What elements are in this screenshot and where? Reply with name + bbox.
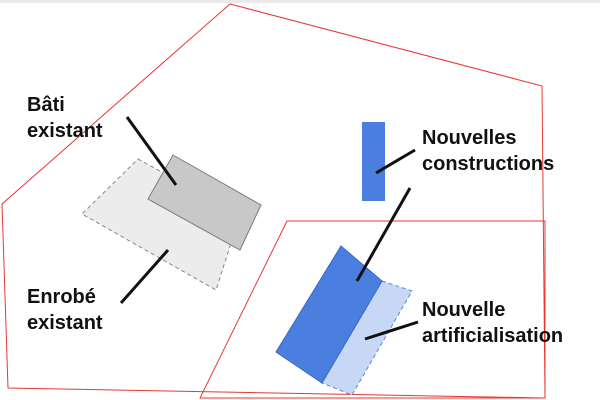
new-construction-bar [362,122,385,201]
leader-line-constructions-bar [375,148,416,175]
leader-line-artificialisation [364,320,419,341]
label-new-artificialisation-line1: Nouvelle [422,299,506,321]
label-existing-paving: Enrobé existant [27,284,103,336]
label-new-constructions-line1: Nouvelles [422,127,517,149]
inner-parcel-outline [199,220,546,399]
label-existing-building-line2: existant [27,120,103,142]
leader-line-constructions-block [355,187,412,282]
label-new-constructions-line2: constructions [422,153,555,175]
label-existing-paving-line1: Enrobé [27,286,96,308]
top-strip [0,0,600,3]
leader-line-enrobe [119,249,170,304]
label-new-artificialisation-line2: artificialisation [422,325,564,347]
new-construction-block [275,245,383,384]
label-new-constructions: Nouvelles constructions [422,125,554,177]
label-existing-building: Bâti existant [27,92,103,144]
leader-line-bati [125,116,178,186]
label-existing-paving-line2: existant [27,312,103,334]
label-new-artificialisation: Nouvelle artificialisation [422,297,563,349]
parcel-outline [1,3,546,399]
label-existing-building-line1: Bâti [27,94,65,116]
existing-building-shape [147,154,262,251]
